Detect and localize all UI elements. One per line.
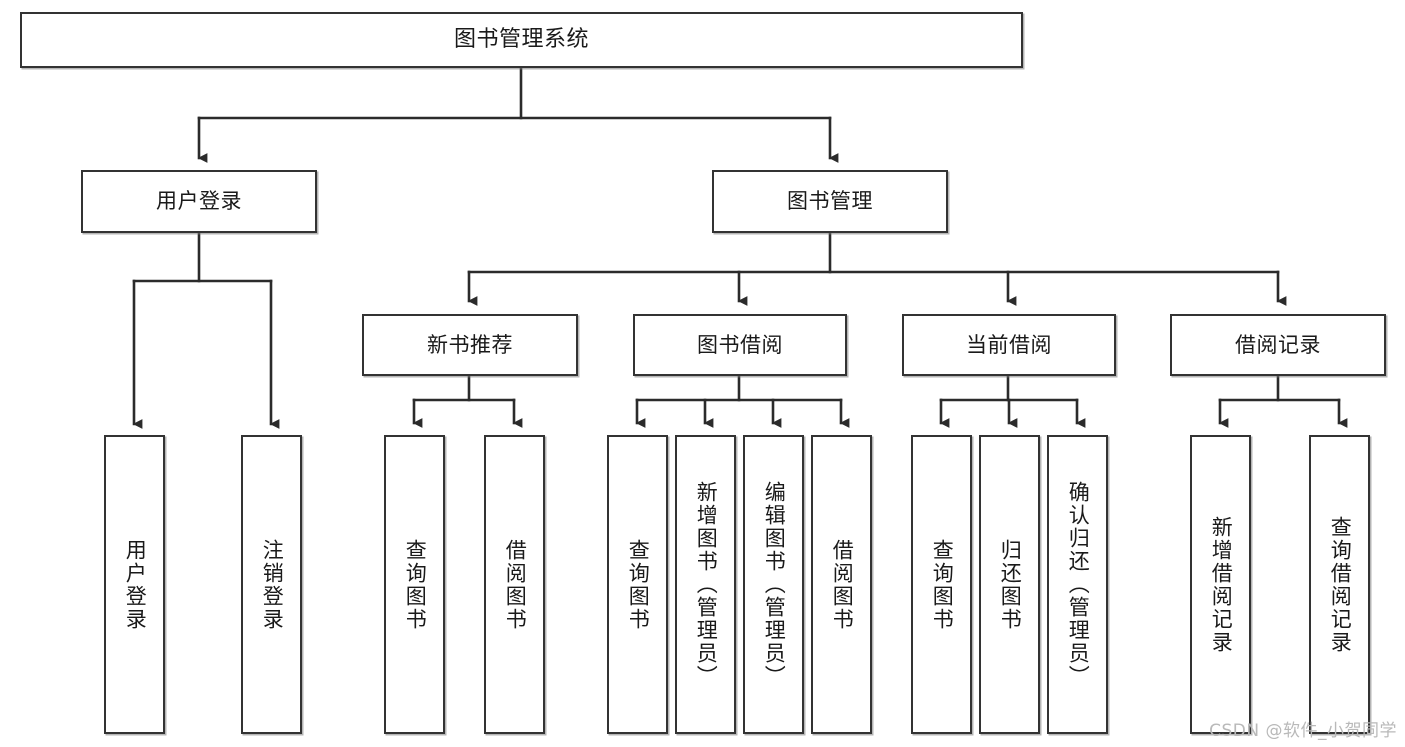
leaf-add-borrow-record[interactable]: 新增借阅记录 bbox=[1190, 435, 1251, 734]
node-label: 借阅记录 bbox=[1235, 332, 1321, 357]
node-label: 借阅图书 bbox=[830, 538, 855, 631]
node-book-borrow[interactable]: 图书借阅 bbox=[633, 314, 847, 376]
node-label: 查询图书 bbox=[930, 538, 955, 631]
leaf-confirm-return-admin[interactable]: 确认归还（管理员） bbox=[1047, 435, 1108, 734]
node-label: 注销登录 bbox=[260, 538, 285, 631]
node-label: 编辑图书（管理员） bbox=[762, 481, 787, 688]
leaf-add-book-admin[interactable]: 新增图书（管理员） bbox=[675, 435, 736, 734]
node-label: 新增图书（管理员） bbox=[694, 481, 719, 688]
node-borrow-records[interactable]: 借阅记录 bbox=[1170, 314, 1386, 376]
leaf-query-book-recommend[interactable]: 查询图书 bbox=[384, 435, 445, 734]
node-root-system[interactable]: 图书管理系统 bbox=[20, 12, 1023, 68]
node-label: 图书管理系统 bbox=[453, 27, 589, 53]
leaf-query-borrow-record[interactable]: 查询借阅记录 bbox=[1309, 435, 1370, 734]
node-label: 查询图书 bbox=[626, 538, 651, 631]
node-label: 归还图书 bbox=[998, 538, 1023, 631]
node-label: 新书推荐 bbox=[427, 332, 513, 357]
node-current-borrow[interactable]: 当前借阅 bbox=[902, 314, 1116, 376]
node-label: 用户登录 bbox=[123, 538, 148, 631]
leaf-user-login[interactable]: 用户登录 bbox=[104, 435, 165, 734]
node-book-management[interactable]: 图书管理 bbox=[712, 170, 948, 233]
node-label: 图书管理 bbox=[787, 189, 873, 214]
watermark-text: CSDN @软件_小贺同学 bbox=[1209, 721, 1397, 741]
node-user-login[interactable]: 用户登录 bbox=[81, 170, 317, 233]
node-label: 查询借阅记录 bbox=[1328, 515, 1353, 654]
node-label: 确认归还（管理员） bbox=[1066, 481, 1091, 688]
node-label: 当前借阅 bbox=[966, 332, 1052, 357]
node-label: 借阅图书 bbox=[503, 538, 528, 631]
leaf-return-book[interactable]: 归还图书 bbox=[979, 435, 1040, 734]
leaf-edit-book-admin[interactable]: 编辑图书（管理员） bbox=[743, 435, 804, 734]
leaf-query-book-current[interactable]: 查询图书 bbox=[911, 435, 972, 734]
node-label: 查询图书 bbox=[403, 538, 428, 631]
leaf-borrow-book[interactable]: 借阅图书 bbox=[811, 435, 872, 734]
leaf-user-logout[interactable]: 注销登录 bbox=[241, 435, 302, 734]
leaf-borrow-book-recommend[interactable]: 借阅图书 bbox=[484, 435, 545, 734]
leaf-query-book-borrow[interactable]: 查询图书 bbox=[607, 435, 668, 734]
node-label: 新增借阅记录 bbox=[1209, 515, 1234, 654]
node-label: 图书借阅 bbox=[697, 332, 783, 357]
node-label: 用户登录 bbox=[156, 189, 242, 214]
node-new-book-recommend[interactable]: 新书推荐 bbox=[362, 314, 578, 376]
